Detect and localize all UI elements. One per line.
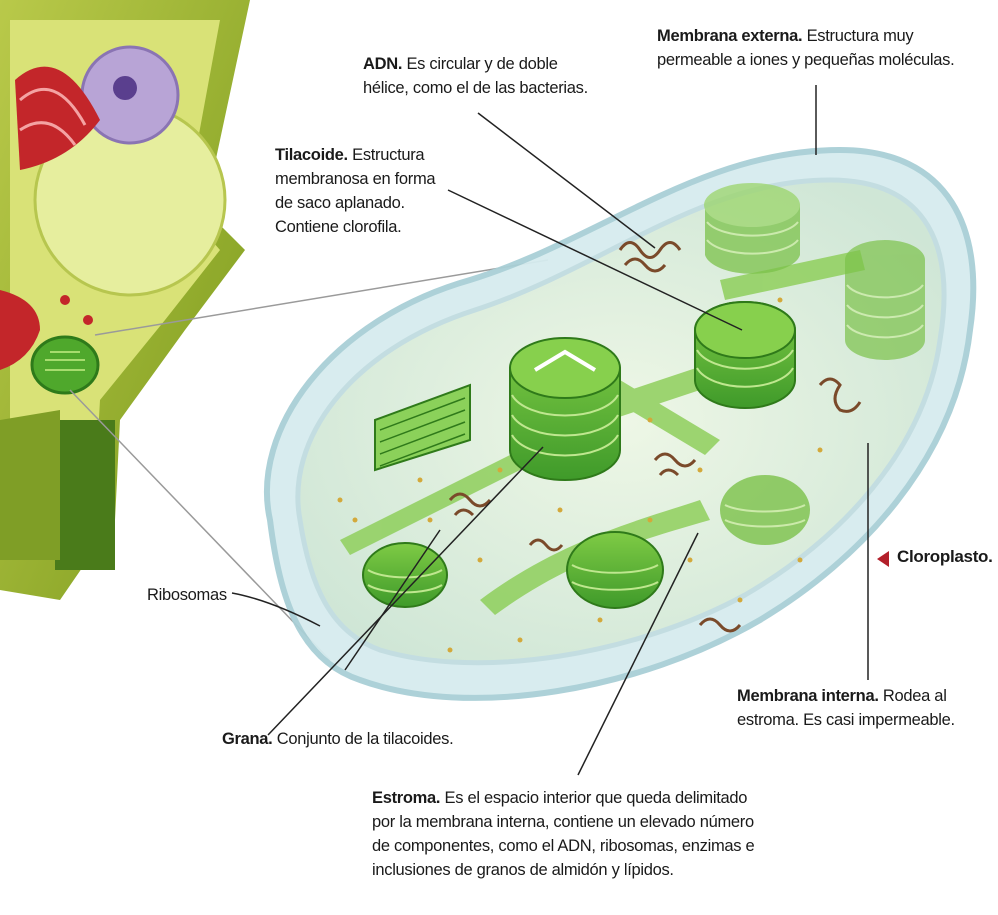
granum-top [704,183,800,274]
caption-arrow-icon [877,551,889,567]
label-membrana-interna: Membrana interna. Rodea al estroma. Es c… [737,684,982,732]
small-chloroplast [32,337,98,393]
label-ribosomas: Ribosomas [147,583,227,607]
label-tilacoide: Tilacoide. Estructura membranosa en form… [275,143,450,239]
granum-upper-right [695,302,795,408]
label-cloroplasto: Cloroplasto. [897,547,993,567]
granum-lower-left [363,543,447,607]
cell-lower-wall [55,420,115,570]
label-membrana-externa: Membrana externa. Estructura muy permeab… [657,24,977,72]
granum-right [845,240,925,360]
granum-lower-center [567,532,663,608]
granum-lower-right [720,475,810,545]
label-adn: ADN. Es circular y de doble hélice, como… [363,52,603,100]
granum-center [510,338,620,480]
leader-adn [478,113,655,248]
nucleolus [113,76,137,100]
label-grana: Grana. Conjunto de la tilacoides. [222,727,522,751]
plant-cell [0,0,250,600]
label-estroma: Estroma. Es el espacio interior que qued… [372,786,772,882]
